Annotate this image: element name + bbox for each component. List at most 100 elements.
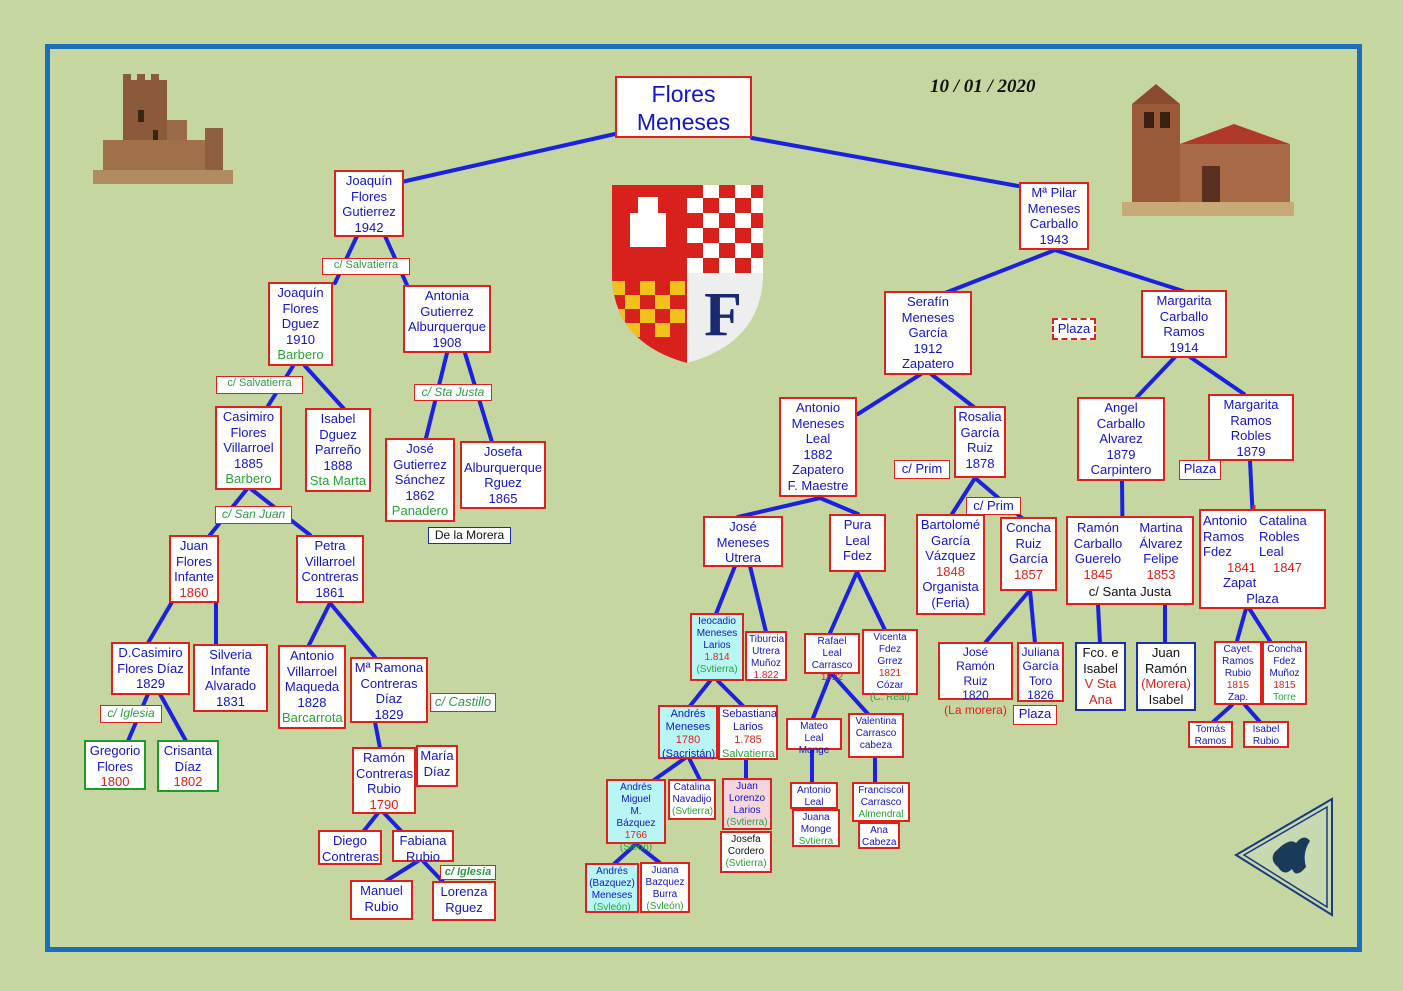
person-line: Mateo Leal: [790, 721, 838, 745]
person-line: Antonia: [407, 288, 487, 304]
person-line: 1845: [1070, 567, 1126, 583]
person-line: 1879: [1212, 444, 1290, 460]
person-line: Díaz: [420, 764, 454, 780]
person-line: Meneses: [589, 890, 635, 902]
person-line: Ana: [862, 825, 896, 837]
person-line: (Svtierra): [724, 858, 768, 870]
castle-image: [93, 70, 233, 188]
person-line: 1802: [161, 774, 215, 790]
person-line: Rafael Leal: [808, 636, 856, 660]
person-line: 1820: [942, 688, 1009, 702]
person-line: Margarita: [1145, 293, 1223, 309]
plaza-label: Plaza: [1201, 591, 1324, 607]
person-line: Barbero: [219, 471, 278, 487]
person-line: Felipe: [1132, 551, 1190, 567]
person-line: Villarroel: [219, 440, 278, 456]
person-line: Flores: [219, 425, 278, 441]
person-line: Muñoz: [749, 658, 783, 670]
person-line: Torre: [1266, 692, 1303, 704]
person-line: 1882: [783, 447, 853, 463]
person-line: Antonio: [783, 400, 853, 416]
person-line: Martina: [1132, 520, 1190, 536]
person-line: Juan: [726, 781, 768, 793]
person-line: (C. Real): [866, 692, 914, 704]
person-line: Barbero: [272, 347, 329, 363]
person-line: Meneses: [707, 535, 779, 551]
person-line: 1821: [866, 668, 914, 680]
person-line: Andrés: [610, 782, 662, 794]
person-line: Rosalia: [958, 409, 1002, 425]
person-line: 1815: [1266, 680, 1303, 692]
person-line: Sánchez: [389, 472, 451, 488]
person-line: Guerelo: [1070, 551, 1126, 567]
person-line: García: [1021, 659, 1060, 673]
person-line: Manuel: [354, 883, 409, 899]
person-line: Ramos: [1192, 736, 1229, 748]
person-line: Carballo: [1023, 216, 1085, 232]
person-andres-bazquez[interactable]: Andrés(Bazquez)Meneses(Svleón): [585, 863, 639, 913]
person-line: Miguel: [610, 794, 662, 806]
person-line: Contreras: [356, 766, 412, 782]
